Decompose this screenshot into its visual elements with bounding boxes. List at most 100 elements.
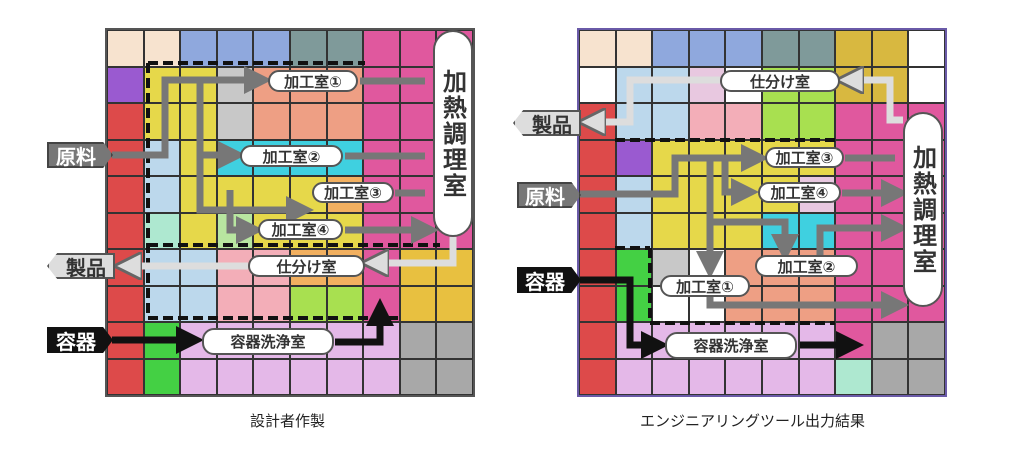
raw-material-input-right: 原料 xyxy=(517,182,581,208)
floor-cell xyxy=(253,30,290,67)
floor-cell xyxy=(399,103,437,140)
product-output-left: 製品 xyxy=(47,253,115,279)
floor-cell xyxy=(579,249,616,286)
floor-cell xyxy=(579,358,616,395)
floor-cell xyxy=(579,66,616,103)
floor-cell xyxy=(289,358,327,395)
floor-cell xyxy=(835,30,872,67)
floor-cell xyxy=(326,358,364,395)
sorting-room-left: 仕分け室 xyxy=(248,255,365,277)
caption-tool-output: エンジニアリングツール出力結果 xyxy=(640,412,866,430)
floor-cell xyxy=(652,30,689,67)
floor-cell xyxy=(253,103,290,140)
floor-cell xyxy=(579,103,616,140)
floor-cell xyxy=(615,176,653,213)
floor-cell xyxy=(615,249,653,286)
floor-cell xyxy=(143,322,181,359)
floor-cell xyxy=(180,103,217,140)
floor-cell xyxy=(615,212,653,249)
floor-cell xyxy=(253,285,290,322)
floor-cell xyxy=(579,212,616,249)
floor-cell xyxy=(326,285,364,322)
floor-cell xyxy=(436,249,473,286)
floor-cell xyxy=(107,103,144,140)
floor-cell xyxy=(798,212,836,249)
floor-cell xyxy=(835,66,872,103)
floor-cell xyxy=(688,30,726,67)
floor-cell xyxy=(107,139,144,176)
floor-cell xyxy=(143,66,181,103)
floor-cell xyxy=(652,176,689,213)
floor-cell xyxy=(143,358,181,395)
container-washing-room-right: 容器洗浄室 xyxy=(665,332,797,359)
floor-cell xyxy=(289,103,327,140)
floor-cell xyxy=(725,103,762,140)
floor-cell xyxy=(399,358,437,395)
floor-cell xyxy=(180,249,217,286)
floor-cell xyxy=(399,322,437,359)
floor-cell xyxy=(652,212,689,249)
floor-cell xyxy=(399,249,437,286)
floor-cell xyxy=(579,176,616,213)
floor-cell xyxy=(725,30,762,67)
floor-cell xyxy=(216,103,254,140)
floor-cell xyxy=(615,358,653,395)
container-input-right: 容器 xyxy=(517,267,581,293)
floor-cell xyxy=(107,285,144,322)
floor-cell xyxy=(835,322,872,359)
floor-cell xyxy=(363,212,400,249)
floor-cell xyxy=(652,66,689,103)
sorting-room-right: 仕分け室 xyxy=(720,70,840,92)
raw-material-input-left: 原料 xyxy=(47,142,113,168)
floor-cell xyxy=(107,358,144,395)
floor-cell xyxy=(399,30,437,67)
floor-cell xyxy=(180,30,217,67)
floor-cell xyxy=(908,358,945,395)
processing-room-1-right: 加工室① xyxy=(660,275,750,297)
floor-cell xyxy=(761,103,799,140)
floor-cell xyxy=(688,358,726,395)
floor-cell xyxy=(216,30,254,67)
floor-cell xyxy=(835,212,872,249)
floor-cell xyxy=(363,358,400,395)
floor-cell xyxy=(798,103,836,140)
floor-cell xyxy=(143,212,181,249)
floor-cell xyxy=(761,212,799,249)
floor-cell xyxy=(688,103,726,140)
floor-cell xyxy=(399,285,437,322)
floor-cell xyxy=(363,103,400,140)
caption-designer: 設計者作製 xyxy=(250,412,326,430)
floor-cell xyxy=(725,176,762,213)
container-washing-room-left: 容器洗浄室 xyxy=(202,328,334,355)
floor-cell xyxy=(216,66,254,103)
floor-cell xyxy=(363,285,400,322)
floor-cell xyxy=(615,285,653,322)
floor-cell xyxy=(615,139,653,176)
floor-cell xyxy=(216,285,254,322)
processing-room-4-left: 加工室④ xyxy=(258,219,343,240)
floor-cell xyxy=(579,139,616,176)
floor-cell xyxy=(216,358,254,395)
floor-cell xyxy=(107,30,144,67)
floor-cell xyxy=(652,358,689,395)
floor-cell xyxy=(652,103,689,140)
floor-cell xyxy=(326,30,364,67)
floor-cell xyxy=(908,30,945,67)
floor-cell xyxy=(436,322,473,359)
processing-room-3-right: 加工室③ xyxy=(765,147,844,168)
floor-cell xyxy=(399,66,437,103)
floor-cell xyxy=(436,358,473,395)
floor-cell xyxy=(615,30,653,67)
floor-cell xyxy=(143,249,181,286)
floor-cell xyxy=(180,285,217,322)
floor-cell xyxy=(871,322,909,359)
processing-room-2-left: 加工室② xyxy=(240,145,343,167)
floor-cell xyxy=(725,139,762,176)
floor-cell xyxy=(688,139,726,176)
floor-cell xyxy=(761,285,799,322)
floor-cell xyxy=(798,322,836,359)
floor-cell xyxy=(143,176,181,213)
floor-cell xyxy=(143,139,181,176)
processing-room-4-right: 加工室④ xyxy=(758,182,841,203)
heating-room-left: 加熱調理室 xyxy=(433,30,473,237)
